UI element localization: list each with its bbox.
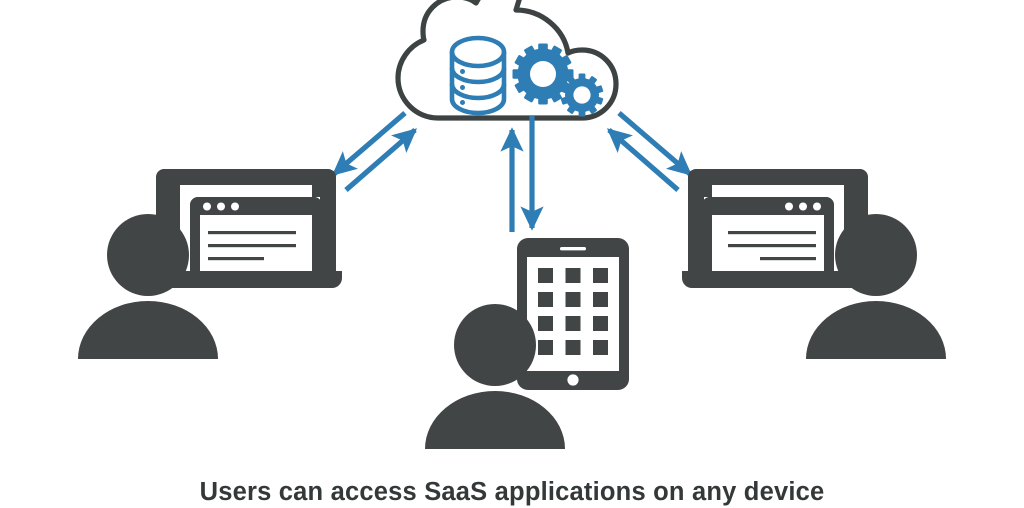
gear-small-icon bbox=[560, 73, 604, 117]
right-uplink-arrow bbox=[606, 128, 680, 192]
left-uplink-arrow bbox=[344, 128, 418, 192]
tablet-icon bbox=[517, 238, 629, 390]
caption-text: Users can access SaaS applications on an… bbox=[200, 478, 825, 506]
user-center bbox=[425, 238, 629, 449]
database-icon bbox=[449, 35, 507, 116]
cloud-platform bbox=[395, 0, 619, 121]
gear-large-icon bbox=[512, 43, 574, 105]
database-indicator-dots bbox=[460, 69, 465, 105]
user-right bbox=[682, 169, 946, 359]
left-downlink-arrow bbox=[331, 111, 407, 176]
right-downlink-arrow bbox=[617, 111, 693, 176]
connection-arrows bbox=[331, 111, 693, 232]
user-left bbox=[78, 169, 342, 359]
